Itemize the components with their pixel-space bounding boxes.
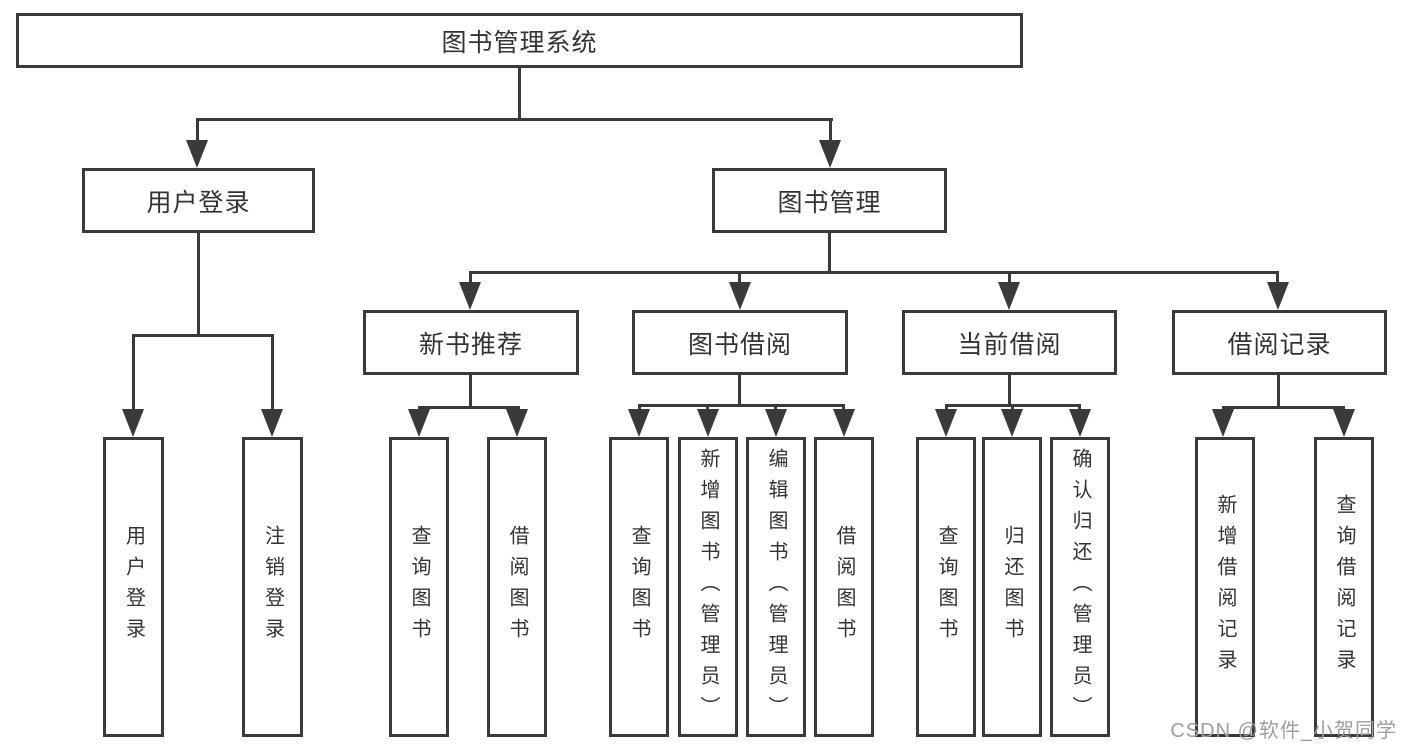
connector-line [1276, 271, 1279, 285]
node-book-management-label: 图书管理 [777, 188, 882, 217]
arrowhead-down-icon [408, 409, 430, 437]
arrowhead-down-icon [729, 282, 751, 310]
leaf-confirm-return-admin: 确认归还（管理员） [1050, 437, 1110, 737]
leaf-user-login: 用户登录 [103, 437, 164, 737]
arrowhead-down-icon [1069, 409, 1091, 437]
leaf-logout-label: 注销登录 [261, 525, 284, 649]
leaf-add-books-admin: 新增图书（管理员） [678, 437, 738, 737]
leaf-borrow-books-2-label: 借阅图书 [833, 525, 855, 649]
connector-line [829, 118, 832, 146]
connector-line [1008, 271, 1011, 285]
node-root: 图书管理系统 [16, 13, 1023, 68]
connector-line [132, 334, 135, 412]
arrowhead-down-icon [1267, 282, 1289, 310]
connector-line [271, 334, 274, 412]
arrowhead-down-icon [998, 282, 1020, 310]
leaf-edit-books-admin: 编辑图书（管理员） [746, 437, 806, 737]
leaf-add-borrow-record-label: 新增借阅记录 [1214, 494, 1236, 680]
arrowhead-down-icon [833, 409, 855, 437]
arrowhead-down-icon [697, 409, 719, 437]
connector-line [706, 404, 709, 412]
node-new-book-recommend-label: 新书推荐 [418, 330, 523, 359]
leaf-add-books-admin-label: 新增图书（管理员） [697, 447, 719, 727]
leaf-logout: 注销登录 [242, 437, 303, 737]
leaf-borrow-books-1-label: 借阅图书 [506, 525, 528, 649]
connector-line [828, 233, 831, 274]
leaf-query-books-2-label: 查询图书 [628, 525, 650, 649]
arrowhead-down-icon [1212, 409, 1234, 437]
connector-line [774, 404, 777, 412]
arrowhead-down-icon [261, 409, 283, 437]
leaf-query-borrow-record-label: 查询借阅记录 [1333, 494, 1355, 680]
connector-line [945, 404, 948, 412]
arrowhead-down-icon [122, 409, 144, 437]
connector-line [418, 406, 520, 409]
connector-line [1277, 375, 1280, 409]
connector-line [132, 334, 274, 337]
node-new-book-recommend: 新书推荐 [363, 310, 579, 375]
arrowhead-down-icon [459, 282, 481, 310]
leaf-confirm-return-admin-label: 确认归还（管理员） [1069, 447, 1091, 727]
leaf-query-books-1: 查询图书 [389, 437, 449, 737]
leaf-query-borrow-record: 查询借阅记录 [1314, 437, 1374, 737]
connector-line [197, 233, 200, 336]
connector-line [842, 404, 845, 412]
node-borrow-records: 借阅记录 [1172, 310, 1387, 375]
leaf-query-books-1-label: 查询图书 [408, 525, 430, 649]
arrowhead-down-icon [935, 409, 957, 437]
connector-line [196, 118, 833, 121]
connector-line [738, 271, 741, 285]
arrowhead-down-icon [1333, 409, 1355, 437]
node-user-login: 用户登录 [82, 168, 315, 233]
node-user-login-label: 用户登录 [146, 188, 251, 217]
connector-line [638, 404, 845, 407]
node-book-management: 图书管理 [712, 168, 947, 233]
connector-line [196, 118, 199, 146]
watermark: CSDN @软件_小贺同学 [1170, 720, 1397, 742]
arrowhead-down-icon [628, 409, 650, 437]
connector-line [1222, 406, 1345, 409]
leaf-query-books-2: 查询图书 [609, 437, 669, 737]
leaf-edit-books-admin-label: 编辑图书（管理员） [765, 447, 787, 727]
connector-line [638, 404, 641, 412]
leaf-query-books-3-label: 查询图书 [935, 525, 957, 649]
arrowhead-down-icon [1001, 409, 1023, 437]
arrowhead-down-icon [506, 409, 528, 437]
leaf-return-books-label: 归还图书 [1001, 525, 1023, 649]
arrowhead-down-icon [765, 409, 787, 437]
leaf-borrow-books-2: 借阅图书 [814, 437, 874, 737]
leaf-add-borrow-record: 新增借阅记录 [1195, 437, 1255, 737]
arrowhead-down-icon [186, 140, 208, 168]
connector-line [1078, 404, 1081, 412]
connector-line [469, 271, 472, 285]
connector-line [1008, 375, 1011, 407]
leaf-return-books: 归还图书 [982, 437, 1042, 737]
connector-line [518, 68, 521, 121]
arrowhead-down-icon [819, 140, 841, 168]
node-book-borrow-label: 图书借阅 [687, 330, 792, 359]
leaf-query-books-3: 查询图书 [916, 437, 976, 737]
node-root-label: 图书管理系统 [441, 28, 598, 57]
node-current-borrow-label: 当前借阅 [957, 330, 1062, 359]
node-borrow-records-label: 借阅记录 [1227, 330, 1332, 359]
connector-line [1011, 404, 1014, 412]
node-book-borrow: 图书借阅 [632, 310, 848, 375]
leaf-borrow-books-1: 借阅图书 [487, 437, 547, 737]
leaf-user-login-label: 用户登录 [122, 525, 145, 649]
node-current-borrow: 当前借阅 [902, 310, 1117, 375]
connector-line [738, 375, 741, 407]
connector-line [469, 271, 1279, 274]
connector-line [469, 375, 472, 409]
